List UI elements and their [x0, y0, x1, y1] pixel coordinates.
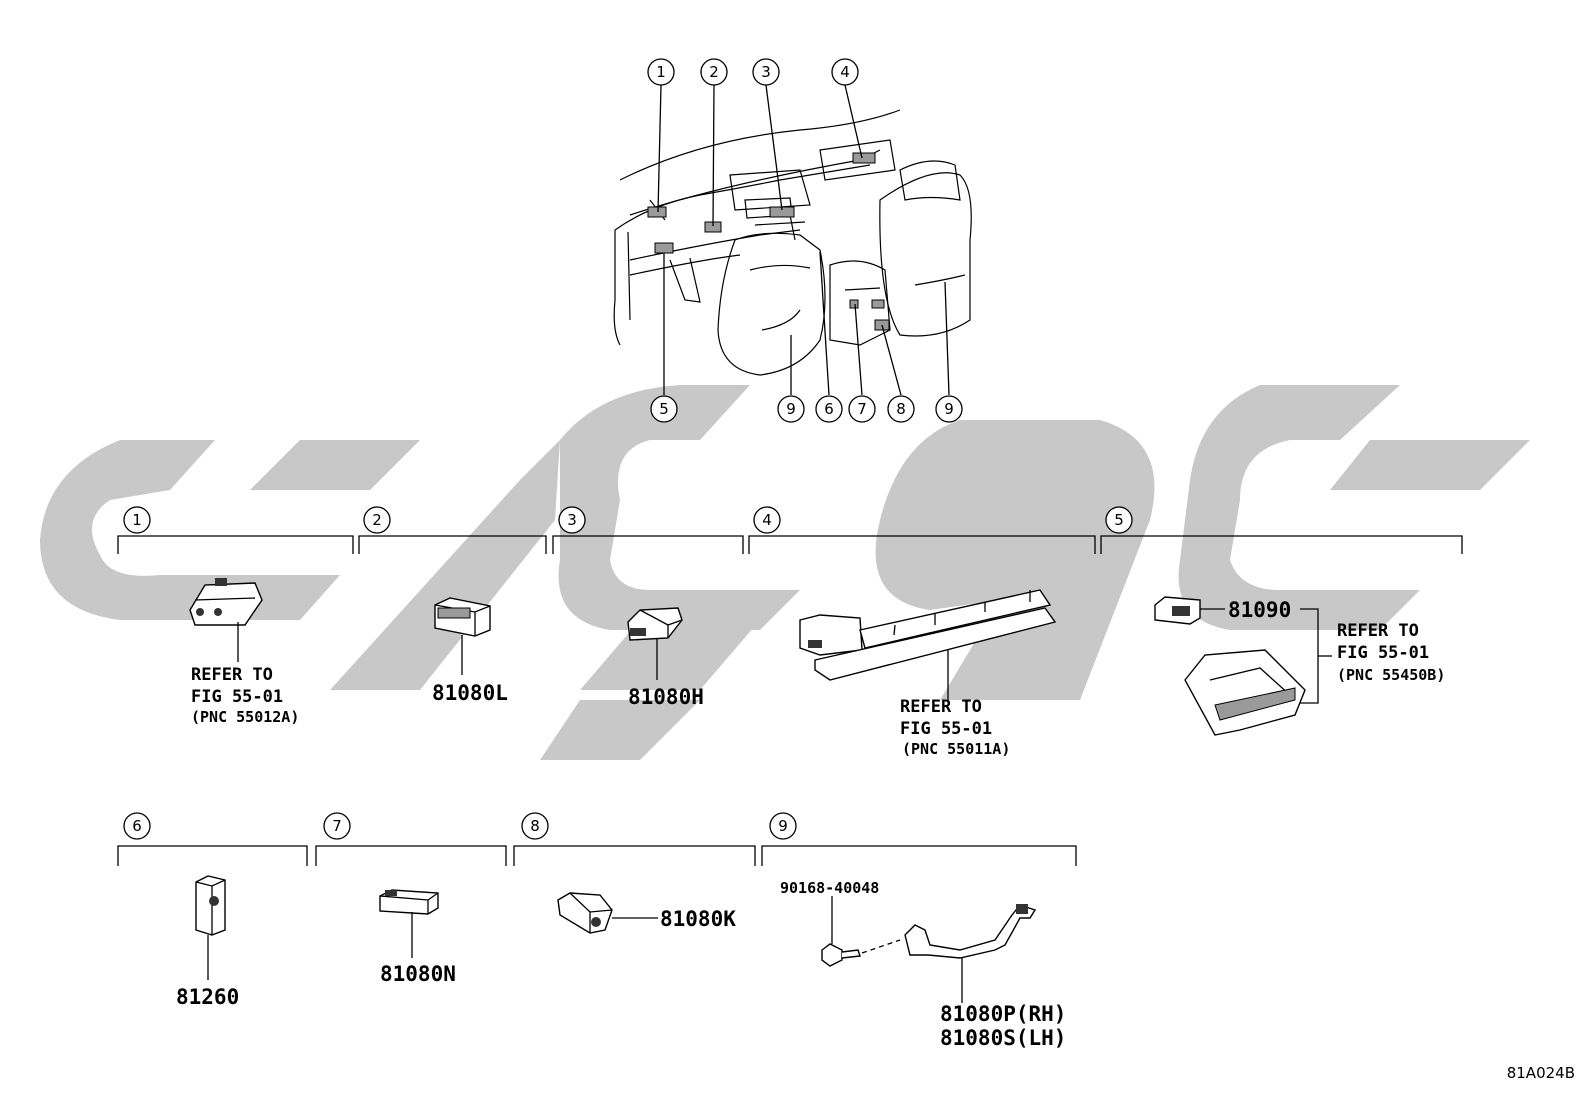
svg-text:8: 8 — [530, 817, 540, 835]
part-number-81080L: 81080L — [432, 681, 508, 705]
group-callout-7: 7 — [323, 812, 351, 840]
part-number-81080H: 81080H — [628, 685, 704, 709]
overview-callout-6: 6 — [815, 395, 843, 423]
group-callout-9: 9 — [769, 812, 797, 840]
interior-overview-illustration — [613, 109, 972, 376]
group1-refer-line2: FIG 55-01 — [191, 687, 283, 707]
group4-refer-line2: FIG 55-01 — [900, 719, 992, 739]
part-90168-40048-bolt — [821, 896, 901, 967]
part-81080P-81080S-harness — [904, 904, 1037, 1003]
svg-text:4: 4 — [840, 63, 850, 81]
overview-callout-2: 2 — [700, 58, 728, 86]
group-callout-3: 3 — [558, 506, 586, 534]
part-81260 — [195, 875, 226, 980]
svg-text:1: 1 — [132, 511, 142, 529]
group-callout-5: 5 — [1105, 506, 1133, 534]
part-group5-console-box — [1184, 649, 1306, 736]
svg-text:2: 2 — [372, 511, 382, 529]
overview-callout-4: 4 — [831, 58, 859, 86]
part-number-81080N: 81080N — [380, 962, 456, 986]
group5-refer-line2: FIG 55-01 — [1337, 643, 1429, 663]
overview-part-marks — [647, 152, 890, 331]
group-callout-8: 8 — [521, 812, 549, 840]
part-group1-map-lamp — [189, 578, 263, 662]
part-number-81080S-LH: 81080S(LH) — [940, 1026, 1066, 1050]
group-callout-6: 6 — [123, 812, 151, 840]
svg-text:7: 7 — [332, 817, 342, 835]
svg-text:2: 2 — [709, 63, 719, 81]
group1-pnc: (PNC 55012A) — [191, 708, 299, 726]
overview-callout-9-right: 9 — [935, 395, 963, 423]
group-callout-4: 4 — [753, 506, 781, 534]
svg-text:3: 3 — [761, 63, 771, 81]
part-81080L — [434, 597, 491, 675]
group-brackets-row2 — [117, 845, 1077, 866]
part-number-81260: 81260 — [176, 985, 239, 1009]
svg-text:9: 9 — [778, 817, 788, 835]
svg-text:6: 6 — [132, 817, 142, 835]
svg-text:5: 5 — [1114, 511, 1124, 529]
svg-text:1: 1 — [656, 63, 666, 81]
group-brackets-row1 — [117, 535, 1463, 554]
svg-text:3: 3 — [567, 511, 577, 529]
group4-pnc: (PNC 55011A) — [902, 740, 1010, 758]
overview-callout-7: 7 — [848, 395, 876, 423]
part-group4-center-panel — [799, 589, 1057, 700]
watermark-logo — [40, 385, 1530, 760]
part-number-81090: 81090 — [1228, 598, 1291, 622]
overview-callout-5: 5 — [650, 395, 678, 423]
group-callout-2: 2 — [363, 506, 391, 534]
overview-leaders — [657, 84, 950, 396]
group1-refer-line1: REFER TO — [191, 665, 273, 685]
group5-refer-line1: REFER TO — [1337, 621, 1419, 641]
part-81080N — [379, 889, 439, 958]
group4-refer-line1: REFER TO — [900, 697, 982, 717]
part-number-90168-40048: 90168-40048 — [780, 879, 879, 897]
overview-callout-1: 1 — [647, 58, 675, 86]
svg-text:7: 7 — [857, 400, 867, 418]
svg-text:4: 4 — [762, 511, 772, 529]
svg-text:8: 8 — [896, 400, 906, 418]
overview-callout-9-left: 9 — [777, 395, 805, 423]
part-81080H — [627, 607, 683, 680]
part-number-81080K: 81080K — [660, 907, 736, 931]
group5-pnc: (PNC 55450B) — [1337, 666, 1445, 684]
group-callout-1: 1 — [123, 506, 151, 534]
svg-text:6: 6 — [824, 400, 834, 418]
svg-text:9: 9 — [786, 400, 796, 418]
svg-text:9: 9 — [944, 400, 954, 418]
part-81080K — [557, 892, 658, 934]
part-81090 — [1154, 596, 1225, 625]
overview-callout-8: 8 — [887, 395, 915, 423]
diagram-code: 81A024B — [1507, 1064, 1575, 1082]
overview-callout-3: 3 — [752, 58, 780, 86]
svg-text:5: 5 — [659, 400, 669, 418]
part-number-81080P-RH: 81080P(RH) — [940, 1002, 1066, 1026]
